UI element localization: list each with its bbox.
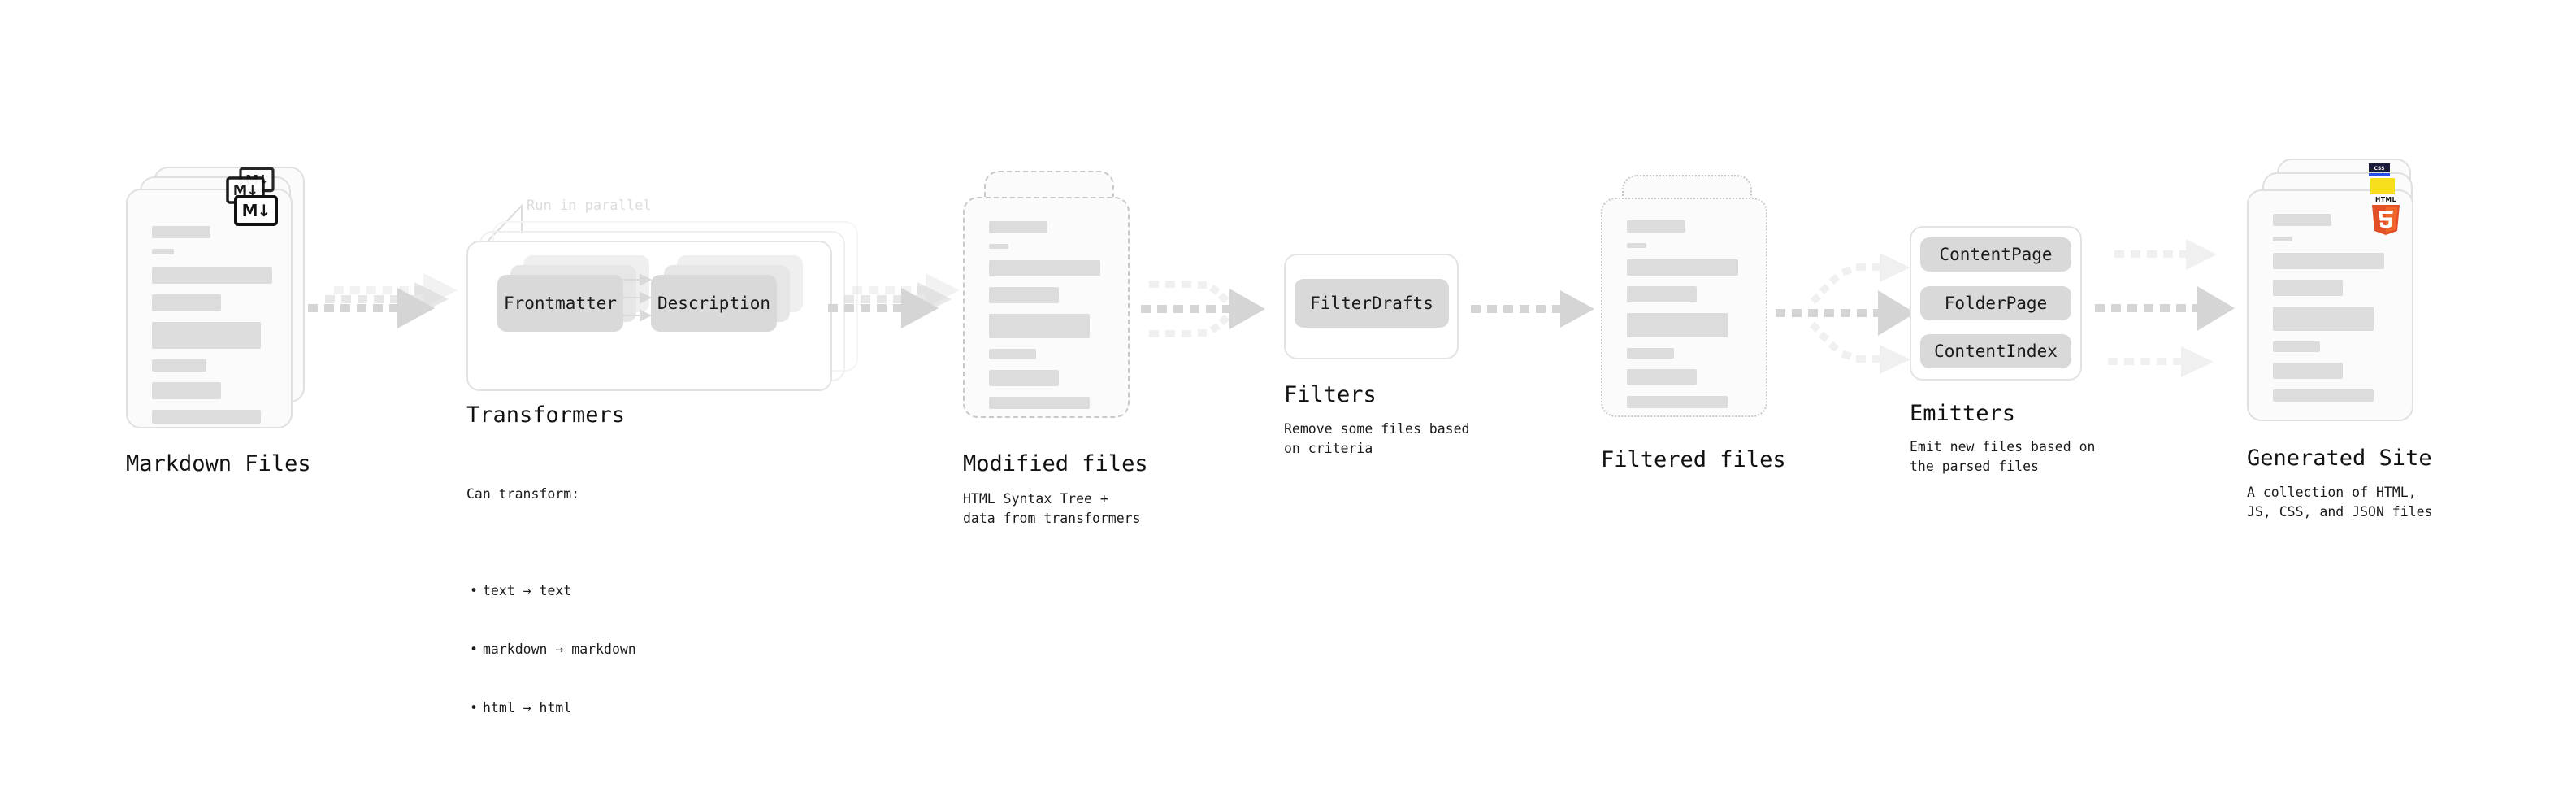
transformers-subtitle: Can transform: text → text markdown → ma… xyxy=(466,446,636,796)
emitter-chip-folderpage[interactable]: FolderPage xyxy=(1920,286,2071,320)
emitters-title: Emitters xyxy=(1910,401,2016,426)
diagram-canvas: M↓ M↓ M↓ Markdown Files xyxy=(0,0,2576,681)
emitter-chip-contentindex[interactable]: ContentIndex xyxy=(1920,334,2071,368)
emitters-subtitle: Emit new files based on the parsed files xyxy=(1910,439,2096,474)
emitter-chip-folderpage-label: FolderPage xyxy=(1944,294,2048,313)
emitter-chip-contentpage-label: ContentPage xyxy=(1939,245,2053,264)
filtered-card-front xyxy=(1601,198,1767,417)
filter-chip-filterdrafts-label: FilterDrafts xyxy=(1310,294,1433,313)
transformer-chip-description[interactable]: Description xyxy=(651,275,777,332)
filters-subtitle: Remove some files based on criteria xyxy=(1284,421,1470,456)
svg-text:CSS: CSS xyxy=(2374,166,2385,172)
markdown-badge-label-front: M↓ xyxy=(241,201,271,220)
modified-files-title: Modified files xyxy=(963,451,1148,476)
filtered-card-content xyxy=(1627,220,1748,419)
connector-emitters-to-site xyxy=(2095,239,2235,377)
svg-text:HTML: HTML xyxy=(2375,196,2396,203)
markdown-files-stack: M↓ M↓ M↓ xyxy=(126,167,313,428)
markdown-badge-mid: M↓ xyxy=(226,176,265,204)
connector-transformers-to-modified xyxy=(828,273,960,328)
transformers-subtitle-list: text → text markdown → markdown html → h… xyxy=(466,543,636,757)
run-in-parallel-note: Run in parallel xyxy=(527,198,652,214)
generated-site-title: Generated Site xyxy=(2247,446,2432,471)
css-badge: CSS xyxy=(2369,163,2390,176)
js-badge xyxy=(2370,178,2395,194)
transformer-chip-frontmatter-label: Frontmatter xyxy=(503,294,618,313)
filtered-files-title: Filtered files xyxy=(1601,447,1786,472)
generated-site-stack: CSS HTML xyxy=(2247,159,2442,435)
filters-title: Filters xyxy=(1284,382,1377,407)
markdown-card-front xyxy=(126,189,293,428)
connector-filtered-to-emitters xyxy=(1776,253,1915,374)
transformer-inner-arrows xyxy=(611,273,653,322)
modified-files-subtitle: HTML Syntax Tree + data from transformer… xyxy=(963,491,1141,526)
markdown-card-content xyxy=(152,226,273,434)
transformers-subtitle-item-1: markdown → markdown xyxy=(470,640,636,659)
emitter-chip-contentpage[interactable]: ContentPage xyxy=(1920,237,2071,272)
transformers-subtitle-item-0: text → text xyxy=(470,581,636,601)
connector-markdown-to-transformers xyxy=(308,273,458,328)
site-card-content xyxy=(2273,214,2394,412)
modified-files-stack xyxy=(963,171,1150,439)
modified-card-content xyxy=(989,221,1110,420)
transformer-chip-frontmatter[interactable]: Frontmatter xyxy=(497,275,623,332)
markdown-badge-label-mid: M↓ xyxy=(232,181,258,199)
emitter-chip-contentindex-label: ContentIndex xyxy=(1934,341,2058,361)
transformer-chip-description-label: Description xyxy=(657,294,771,313)
transformers-subtitle-item-2: html → html xyxy=(470,698,636,718)
connector-modified-to-filters xyxy=(1141,281,1265,337)
filter-chip-filterdrafts[interactable]: FilterDrafts xyxy=(1295,279,1449,328)
transformers-title: Transformers xyxy=(466,402,626,428)
html5-badge: HTML xyxy=(2368,194,2404,237)
generated-site-subtitle: A collection of HTML, JS, CSS, and JSON … xyxy=(2247,485,2433,520)
connector-filters-to-filtered xyxy=(1471,290,1594,328)
markdown-badge-front: M↓ xyxy=(234,195,278,226)
modified-card-front xyxy=(963,197,1130,418)
filtered-files-stack xyxy=(1601,175,1788,443)
transformers-subtitle-lead: Can transform: xyxy=(466,485,580,502)
markdown-files-title: Markdown Files xyxy=(126,451,311,476)
